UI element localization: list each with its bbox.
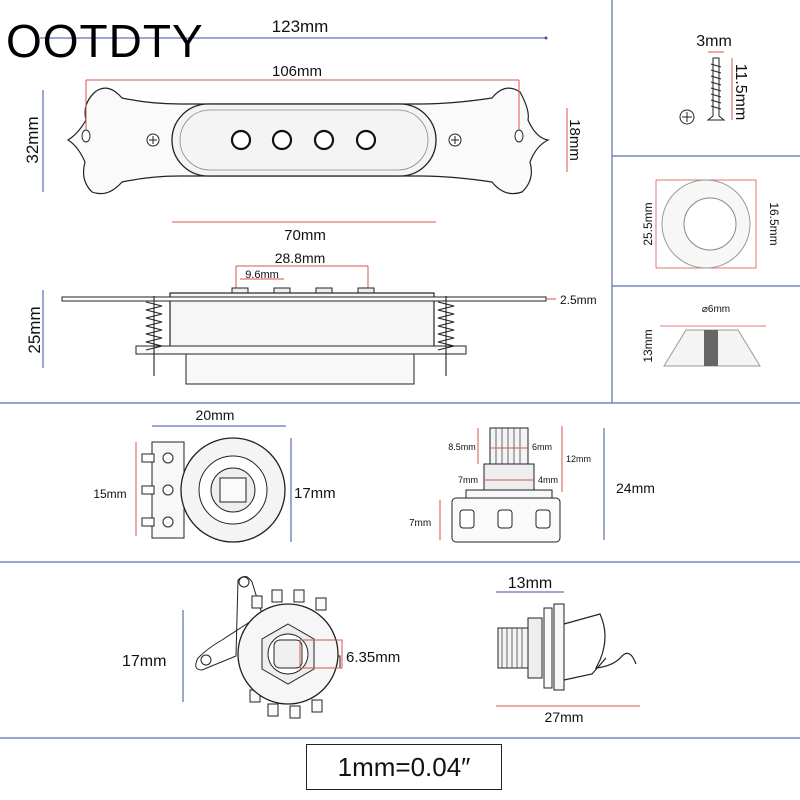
pickup-overall-length: 123mm [272,17,329,36]
pickup-screw-icon [146,133,462,147]
pole-span: 28.8mm [275,250,326,266]
jack-front-view: 17mm 6.35mm [122,576,400,719]
pickup-hole-spacing: 106mm [272,63,322,80]
panel-frame [0,0,800,739]
screw-diagram: 3mm 11.5mm [679,33,749,125]
pot-upper: 12mm [566,454,591,464]
jack-bore: 6.35mm [346,649,400,666]
pickup-height: 32mm [23,116,42,163]
pickup-top-view: 123mm 106mm 32mm [23,17,583,244]
spring-icon [145,296,455,376]
plate-thickness: 2.5mm [560,293,597,307]
pot-width: 20mm [196,407,235,423]
pickup-cover-length: 70mm [284,227,326,244]
screw-head-icon [679,109,695,125]
knob-shaft: ⌀6mm [702,304,730,315]
pole-gap: 9.6mm [245,269,279,281]
screw-length: 11.5mm [732,64,749,121]
knob-outer-dia: 25.5mm [641,202,655,245]
brand-logo: OOTDTY [6,15,204,67]
pickup-side-view: 28.8mm 9.6mm 2.5mm 25mm [25,250,597,385]
pot-shaft-height: 8.5mm [448,442,476,452]
pot-lug-span: 15mm [93,487,126,501]
pot-top-view: 20mm 15mm 17mm [93,407,336,543]
knob-inner-dia: 16.5mm [767,202,781,245]
jack-height: 17mm [122,653,166,670]
knob-side-view: ⌀6mm 13mm [641,304,766,367]
pot-diameter: 17mm [294,485,336,502]
pot-side-view: 8.5mm 6mm 7mm 4mm 12mm 24mm 7mm [409,426,655,543]
knob-height: 13mm [641,329,655,362]
screw-diameter: 3mm [696,33,732,50]
scale-note: 1mm=0.04″ [306,744,502,790]
pot-body: 7mm [409,518,431,529]
pickup-cover-height: 18mm [566,119,583,161]
pickup-total-height: 25mm [25,306,44,353]
pot-bushing: 7mm [458,475,478,485]
knob-top-view: 25.5mm 16.5mm [641,179,781,269]
pot-total: 24mm [616,480,655,496]
jack-side-view: 13mm 27mm [496,575,640,725]
jack-length: 27mm [545,709,584,725]
jack-barrel: 13mm [508,575,552,592]
pot-thread: 4mm [538,475,558,485]
pot-shaft-dia: 6mm [532,442,552,452]
